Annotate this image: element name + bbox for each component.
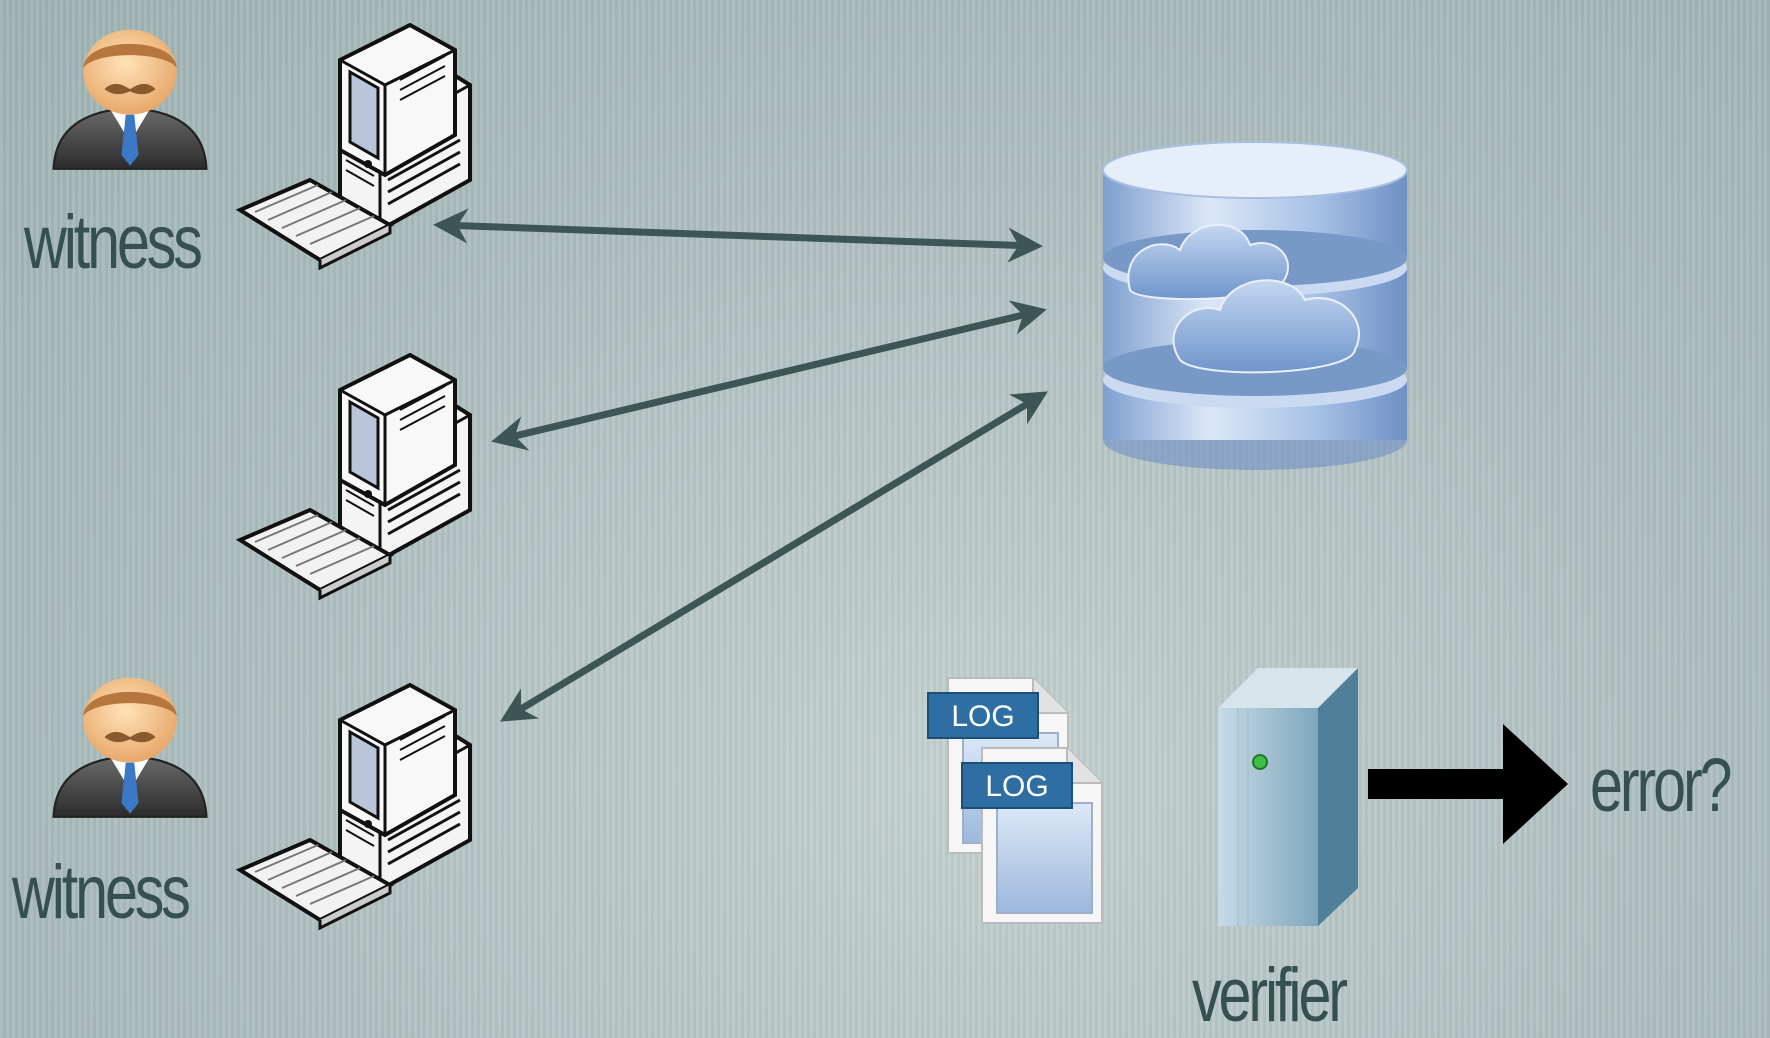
computer-icon <box>238 353 472 600</box>
server-icon <box>1218 668 1358 926</box>
person-icon <box>52 676 208 818</box>
arrow-computer1-database <box>433 208 1043 263</box>
witness-label-top: witness <box>24 200 203 285</box>
witness-label-bottom: witness <box>12 850 191 935</box>
log-document-icon: LOG <box>927 677 1069 854</box>
log-document-icon: LOG <box>961 747 1103 924</box>
cloud-database-icon <box>1102 141 1408 470</box>
computer-icon <box>238 683 472 930</box>
verifier-label: verifier <box>1192 953 1348 1038</box>
log-tab-label: LOG <box>951 700 1014 733</box>
arrow-computer3-database <box>500 391 1048 722</box>
person-icon <box>52 28 208 170</box>
output-arrow <box>1368 724 1568 844</box>
arrow-computer2-database <box>491 300 1047 451</box>
log-tab-label: LOG <box>985 770 1048 803</box>
computer-icon <box>238 23 472 270</box>
error-label: error? <box>1590 743 1733 828</box>
